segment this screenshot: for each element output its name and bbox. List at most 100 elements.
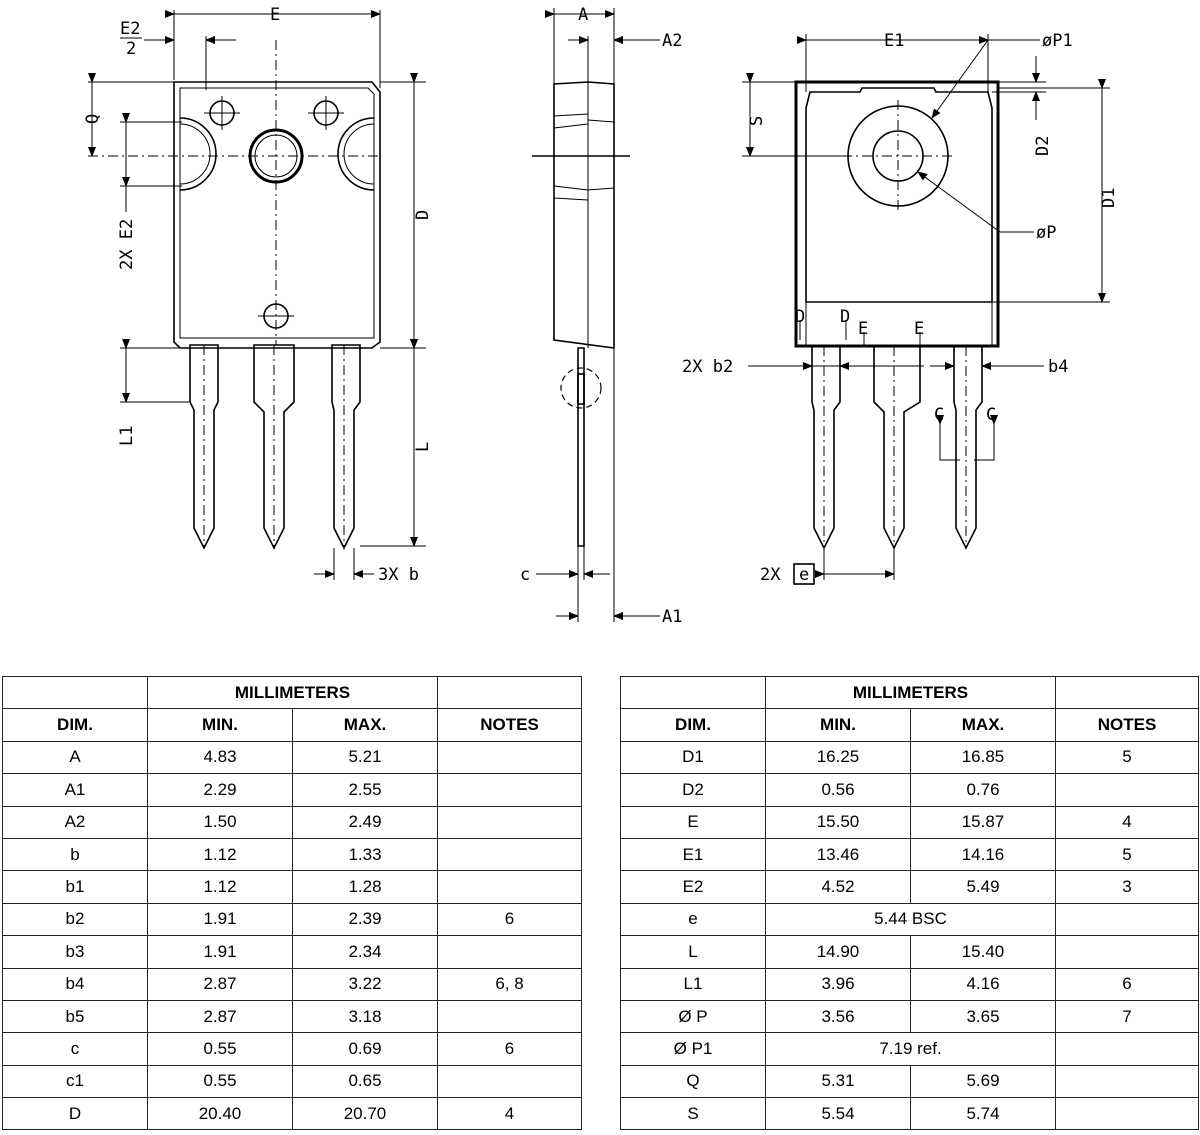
cell-max: 3.22 xyxy=(292,967,438,1001)
cell-min: 1.91 xyxy=(147,902,293,937)
cell-min: 2.29 xyxy=(147,773,293,807)
cell-dim: E1 xyxy=(620,837,766,872)
cell-notes xyxy=(437,935,582,969)
cell-notes: 5 xyxy=(1055,837,1199,872)
cell-max: 3.65 xyxy=(910,999,1056,1034)
header-blank xyxy=(620,675,766,710)
cell-dim: b5 xyxy=(2,999,148,1034)
cell-notes: 5 xyxy=(1055,740,1199,775)
cell-notes: 6 xyxy=(1055,967,1199,1001)
cell-dim: L xyxy=(620,935,766,969)
label-L: L xyxy=(413,442,433,452)
cell-notes xyxy=(1055,773,1199,807)
cell-dim: b4 xyxy=(2,967,148,1001)
cell-dim: b xyxy=(2,837,148,872)
cell-notes: 6 xyxy=(437,1032,582,1066)
label-D-left: D xyxy=(795,307,805,327)
cell-min-max-span: 5.44 BSC xyxy=(765,902,1056,937)
cell-dim: c xyxy=(2,1032,148,1066)
side-view: A A2 c A1 xyxy=(520,5,682,627)
cell-max: 0.65 xyxy=(292,1064,438,1099)
cell-min: 1.50 xyxy=(147,805,293,839)
cell-notes: 6 xyxy=(437,902,582,937)
cell-notes xyxy=(437,1064,582,1099)
cell-max: 5.74 xyxy=(910,1097,1056,1131)
cell-notes: 6, 8 xyxy=(437,967,582,1001)
label-A2: A2 xyxy=(662,31,682,51)
cell-max: 20.70 xyxy=(292,1097,438,1131)
label-E2-num: E2 xyxy=(120,19,140,39)
cell-notes xyxy=(437,870,582,904)
cell-min: 5.54 xyxy=(765,1097,911,1131)
header-dim: DIM. xyxy=(620,708,766,742)
label-E: E xyxy=(270,5,280,25)
package-outline-drawing: E E2 2 Q 2X E2 D L L1 3X b xyxy=(83,5,1119,627)
cell-notes xyxy=(437,999,582,1034)
cell-min: 1.12 xyxy=(147,870,293,904)
cell-dim: A xyxy=(2,740,148,775)
header-min: MIN. xyxy=(765,708,911,742)
cell-dim: b2 xyxy=(2,902,148,937)
cell-min: 20.40 xyxy=(147,1097,293,1131)
label-2X-b2: 2X b2 xyxy=(682,357,733,377)
label-A1: A1 xyxy=(662,607,682,627)
header-millimeters: MILLIMETERS xyxy=(765,675,1056,710)
cell-notes xyxy=(437,837,582,872)
header-notes: NOTES xyxy=(1055,708,1199,742)
cell-max: 5.49 xyxy=(910,870,1056,904)
label-E2-den: 2 xyxy=(126,39,136,59)
cell-min: 3.96 xyxy=(765,967,911,1001)
label-3X-b: 3X b xyxy=(378,565,419,585)
cell-dim: E xyxy=(620,805,766,839)
cell-min: 14.90 xyxy=(765,935,911,969)
cell-dim: D2 xyxy=(620,773,766,807)
cell-min: 0.55 xyxy=(147,1064,293,1099)
cell-max: 5.69 xyxy=(910,1064,1056,1099)
cell-max: 2.55 xyxy=(292,773,438,807)
cell-min: 1.91 xyxy=(147,935,293,969)
header-max: MAX. xyxy=(292,708,438,742)
label-e-box: e xyxy=(799,565,809,585)
front-view: E E2 2 Q 2X E2 D L L1 3X b xyxy=(83,5,433,585)
cell-min: 2.87 xyxy=(147,999,293,1034)
cell-min-max-span: 7.19 ref. xyxy=(765,1032,1056,1066)
cell-min: 4.52 xyxy=(765,870,911,904)
cell-max: 4.16 xyxy=(910,967,1056,1001)
cell-dim: S xyxy=(620,1097,766,1131)
cell-max: 16.85 xyxy=(910,740,1056,775)
label-D-right: D xyxy=(840,307,850,327)
cell-dim: e xyxy=(620,902,766,937)
cell-min: 5.31 xyxy=(765,1064,911,1099)
label-D1: D1 xyxy=(1099,188,1119,208)
cell-notes xyxy=(1055,1097,1199,1131)
cell-dim: L1 xyxy=(620,967,766,1001)
header-blank xyxy=(2,675,148,710)
cell-min: 4.83 xyxy=(147,740,293,775)
cell-max: 15.87 xyxy=(910,805,1056,839)
cell-min: 3.56 xyxy=(765,999,911,1034)
cell-max: 15.40 xyxy=(910,935,1056,969)
cell-max: 14.16 xyxy=(910,837,1056,872)
cell-max: 2.34 xyxy=(292,935,438,969)
label-2X-E2: 2X E2 xyxy=(117,219,137,270)
label-E-left: E xyxy=(858,319,868,339)
cell-dim: Ø P xyxy=(620,999,766,1034)
cell-min: 15.50 xyxy=(765,805,911,839)
